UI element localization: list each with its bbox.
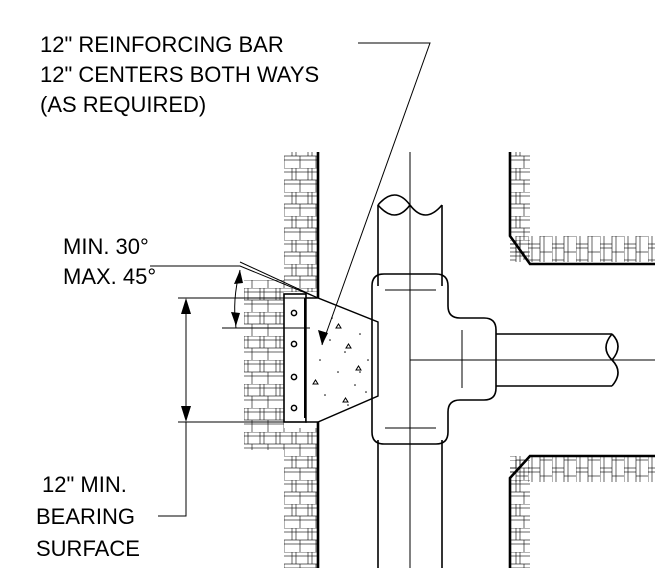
rebar-label-line3: (AS REQUIRED)	[40, 92, 206, 117]
right-lower-wall	[508, 454, 655, 568]
rebar-label-line1: 12" REINFORCING BAR	[40, 32, 284, 57]
rebar-label-line2: 12" CENTERS BOTH WAYS	[40, 62, 319, 87]
rebar-leader	[318, 42, 431, 346]
right-upper-wall	[508, 152, 655, 266]
bearing-label-line1: 12" MIN.	[42, 472, 127, 497]
left-wall-hatch	[244, 152, 318, 568]
bearing-label-line3: SURFACE	[36, 536, 140, 561]
bearing-plate	[283, 293, 308, 423]
concrete-thrust-block	[305, 297, 379, 423]
angle-label-max: MAX. 45°	[63, 264, 156, 289]
horizontal-pipe	[410, 333, 655, 387]
bearing-dimension	[158, 297, 284, 517]
bearing-label-line2: BEARING	[36, 504, 135, 529]
tee-fitting	[371, 273, 497, 445]
angle-label-min: MIN. 30°	[63, 234, 149, 259]
